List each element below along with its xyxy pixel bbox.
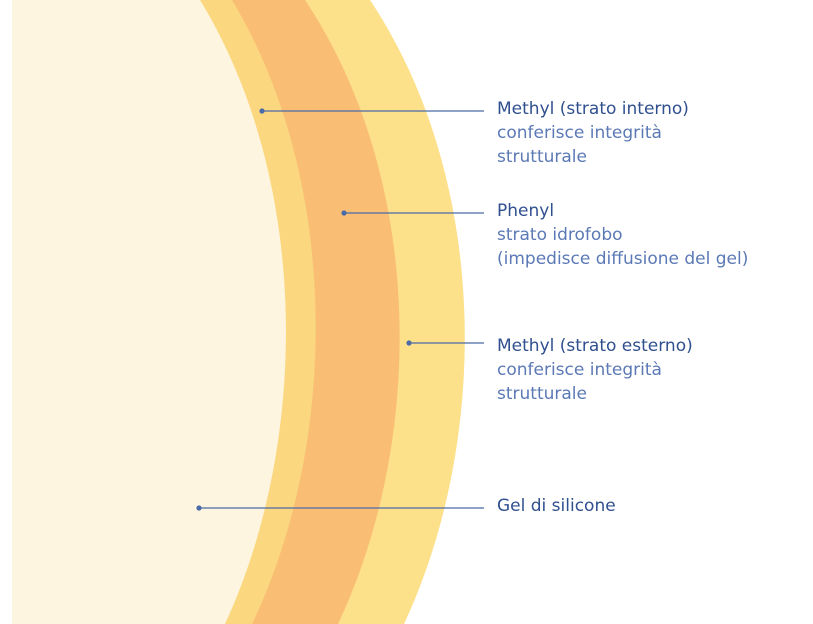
gel-core: [12, 0, 286, 624]
label-methyl-inner: Methyl (strato interno) conferisce integ…: [497, 97, 689, 169]
label-title: Gel di silicone: [497, 496, 616, 516]
label-title: Methyl (strato interno): [497, 99, 689, 119]
leader-dot-phenyl: [341, 210, 347, 216]
label-desc-line: (impedisce diffusione del gel): [497, 249, 749, 269]
label-desc-line: strato idrofobo: [497, 225, 623, 245]
label-title: Phenyl: [497, 201, 555, 221]
label-desc-line: conferisce integrità: [497, 123, 662, 143]
leader-dot-gel: [196, 505, 202, 511]
label-phenyl: Phenyl strato idrofobo (impedisce diffus…: [497, 199, 748, 271]
label-gel: Gel di silicone: [497, 494, 616, 518]
leader-dot-methyl-outer: [406, 340, 412, 346]
label-desc-line: conferisce integrità: [497, 360, 662, 380]
leader-dot-methyl-inner: [259, 108, 265, 114]
label-title: Methyl (strato esterno): [497, 336, 693, 356]
label-desc-line: strutturale: [497, 384, 587, 404]
label-desc-line: strutturale: [497, 147, 587, 167]
label-methyl-outer: Methyl (strato esterno) conferisce integ…: [497, 334, 693, 406]
